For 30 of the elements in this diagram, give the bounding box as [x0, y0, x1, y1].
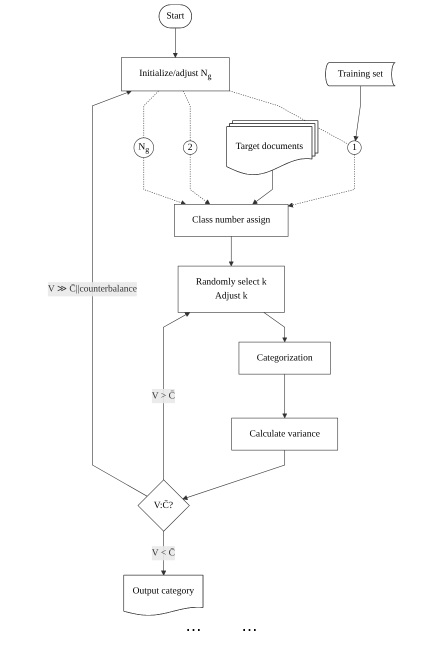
- edge-label: V ≫ C̄||counterbalance: [48, 284, 137, 294]
- node-box: Randomly select k Adjust k: [178, 266, 285, 313]
- node-circle: 1: [347, 140, 362, 155]
- node-circle: N$_{g}$: [134, 137, 154, 158]
- node-box: Class number assign: [174, 204, 288, 237]
- arrow: [264, 312, 288, 342]
- arrow: [144, 157, 186, 206]
- node-box: Categorization: [238, 342, 331, 374]
- node-diamond: V:C̄?: [138, 479, 190, 532]
- arrow: [228, 236, 234, 266]
- arrow: [190, 154, 210, 205]
- arrow: [161, 530, 166, 576]
- ellipsis-label: ⋯: [242, 621, 258, 640]
- arrow: [288, 154, 355, 208]
- connector: [229, 90, 349, 145]
- arrow: [282, 374, 288, 418]
- arrow: [353, 86, 361, 142]
- ellipsis-label: ⋯: [186, 621, 202, 640]
- edge-label: V < C̄: [152, 548, 175, 558]
- arrow: [182, 450, 286, 500]
- arrow: [252, 170, 273, 205]
- node-box: Calculate variance: [231, 418, 338, 450]
- node-circle: 2: [183, 140, 198, 155]
- arrow: [172, 28, 178, 58]
- edge-label: V > C̄: [152, 390, 175, 401]
- arrow: [163, 312, 190, 480]
- connector: [182, 90, 190, 142]
- node-box: Initialize/adjust N$_{g}$: [121, 57, 230, 92]
- arrow: [92, 90, 148, 496]
- connector: [144, 90, 159, 138]
